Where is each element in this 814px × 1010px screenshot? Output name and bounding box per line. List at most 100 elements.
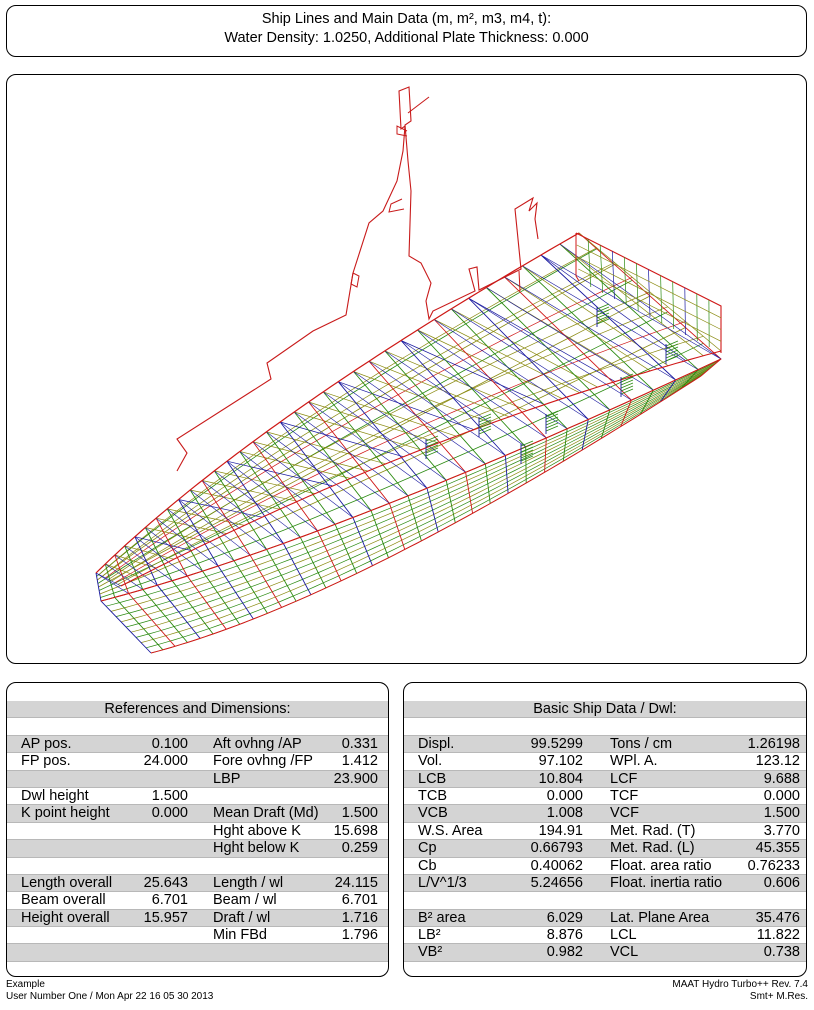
table-spacer-row	[7, 718, 388, 736]
table-row: Dwl height 1.500	[7, 787, 388, 806]
row-value: 3.770	[763, 822, 800, 839]
software-mode: Smt+ M.Res.	[749, 991, 808, 1002]
row-value: 15.957	[143, 909, 188, 926]
row-value: 0.000	[546, 787, 583, 804]
row-value: 8.876	[546, 927, 583, 944]
row-label: VCB	[418, 805, 448, 822]
row-label: TCB	[418, 787, 447, 804]
table-row: Cb 0.40062 Float. area ratio 0.76233	[404, 857, 806, 875]
hull-wireframe-drawing	[95, 86, 722, 654]
row-label: Hght below K	[213, 840, 300, 857]
user-timestamp: User Number One / Mon Apr 22 16 05 30 20…	[6, 991, 214, 1002]
row-value: 0.331	[341, 735, 378, 752]
row-label: Length / wl	[213, 874, 284, 891]
row-label: Met. Rad. (T)	[610, 822, 696, 839]
project-name: Example	[6, 979, 45, 990]
row-value: 1.716	[341, 909, 378, 926]
row-label: Length overall	[21, 874, 113, 891]
row-label: L/V^1/3	[418, 874, 467, 891]
row-label: VCL	[610, 944, 639, 961]
row-value: 0.100	[151, 735, 188, 752]
row-label: AP pos.	[21, 735, 72, 752]
row-value: 1.500	[151, 787, 188, 804]
row-value: 99.5299	[530, 735, 583, 752]
footer-right: MAAT Hydro Turbo++ Rev. 7.4 Smt+ M.Res.	[672, 979, 808, 1003]
table-row	[404, 892, 806, 910]
row-value: 35.476	[755, 909, 800, 926]
row-label: Beam / wl	[213, 892, 277, 909]
row-label: Beam overall	[21, 892, 106, 909]
row-label: VCF	[610, 805, 639, 822]
report-title: Ship Lines and Main Data (m, m², m3, m4,…	[261, 11, 552, 27]
row-label: Mean Draft (Md)	[213, 805, 319, 822]
row-value: 0.982	[546, 944, 583, 961]
footer-left: Example User Number One / Mon Apr 22 16 …	[6, 979, 213, 1003]
row-label: LB²	[418, 927, 441, 944]
row-label: Hght above K	[213, 822, 301, 839]
row-label: Displ.	[418, 735, 455, 752]
basic-ship-data-table: Basic Ship Data / Dwl: Displ. 99.5299 Tons…	[404, 701, 806, 962]
row-value: 45.355	[755, 840, 800, 857]
row-label: Float. inertia ratio	[610, 874, 723, 891]
row-label: WPl. A.	[610, 753, 658, 770]
row-value: 6.029	[546, 909, 583, 926]
row-value: 0.76233	[747, 857, 800, 874]
table-title: Basic Ship Data / Dwl:	[404, 701, 806, 719]
title-panel: Ship Lines and Main Data (m, m², m3, m4,…	[6, 5, 807, 57]
row-value: 1.412	[341, 753, 378, 770]
row-value: 6.701	[151, 892, 188, 909]
row-value: 194.91	[538, 822, 583, 839]
table-spacer-row	[404, 718, 806, 736]
row-label: Tons / cm	[610, 735, 673, 752]
row-value: 1.500	[341, 805, 378, 822]
row-label: Cp	[418, 840, 437, 857]
row-value: 25.643	[143, 874, 188, 891]
table-row	[7, 857, 388, 875]
row-value: 5.24656	[530, 874, 583, 891]
row-value: 97.102	[538, 753, 583, 770]
row-value: 23.900	[333, 770, 378, 787]
row-label: Cb	[418, 857, 437, 874]
row-label: LCF	[610, 770, 638, 787]
hull-drawing-panel	[6, 74, 807, 664]
row-value: 1.008	[546, 805, 583, 822]
basic-ship-data-panel: Basic Ship Data / Dwl: Displ. 99.5299 Tons…	[403, 682, 807, 977]
row-value: 0.40062	[530, 857, 583, 874]
row-value: 0.000	[763, 787, 800, 804]
software-version: MAAT Hydro Turbo++ Rev. 7.4	[672, 979, 808, 990]
row-label: K point height	[21, 805, 110, 822]
table-title: References and Dimensions:	[7, 701, 388, 719]
table-row: L/V^1/3 5.24656 Float. inertia ratio 0.606	[404, 874, 806, 893]
row-label: Float. area ratio	[610, 857, 712, 874]
row-label: Lat. Plane Area	[610, 909, 710, 926]
row-value: 9.688	[763, 770, 800, 787]
row-label: Min FBd	[213, 927, 267, 944]
table-row: W.S. Area 194.91 Met. Rad. (T) 3.770	[404, 822, 806, 841]
row-value: 0.606	[763, 874, 800, 891]
row-label: FP pos.	[21, 753, 71, 770]
row-label: LCB	[418, 770, 447, 787]
row-label: Dwl height	[21, 787, 89, 804]
row-value: 0.738	[763, 944, 800, 961]
row-label: W.S. Area	[418, 822, 483, 839]
row-label: Draft / wl	[213, 909, 271, 926]
row-value: 123.12	[755, 753, 800, 770]
row-value: 24.000	[143, 753, 188, 770]
row-value: 11.822	[756, 927, 800, 944]
